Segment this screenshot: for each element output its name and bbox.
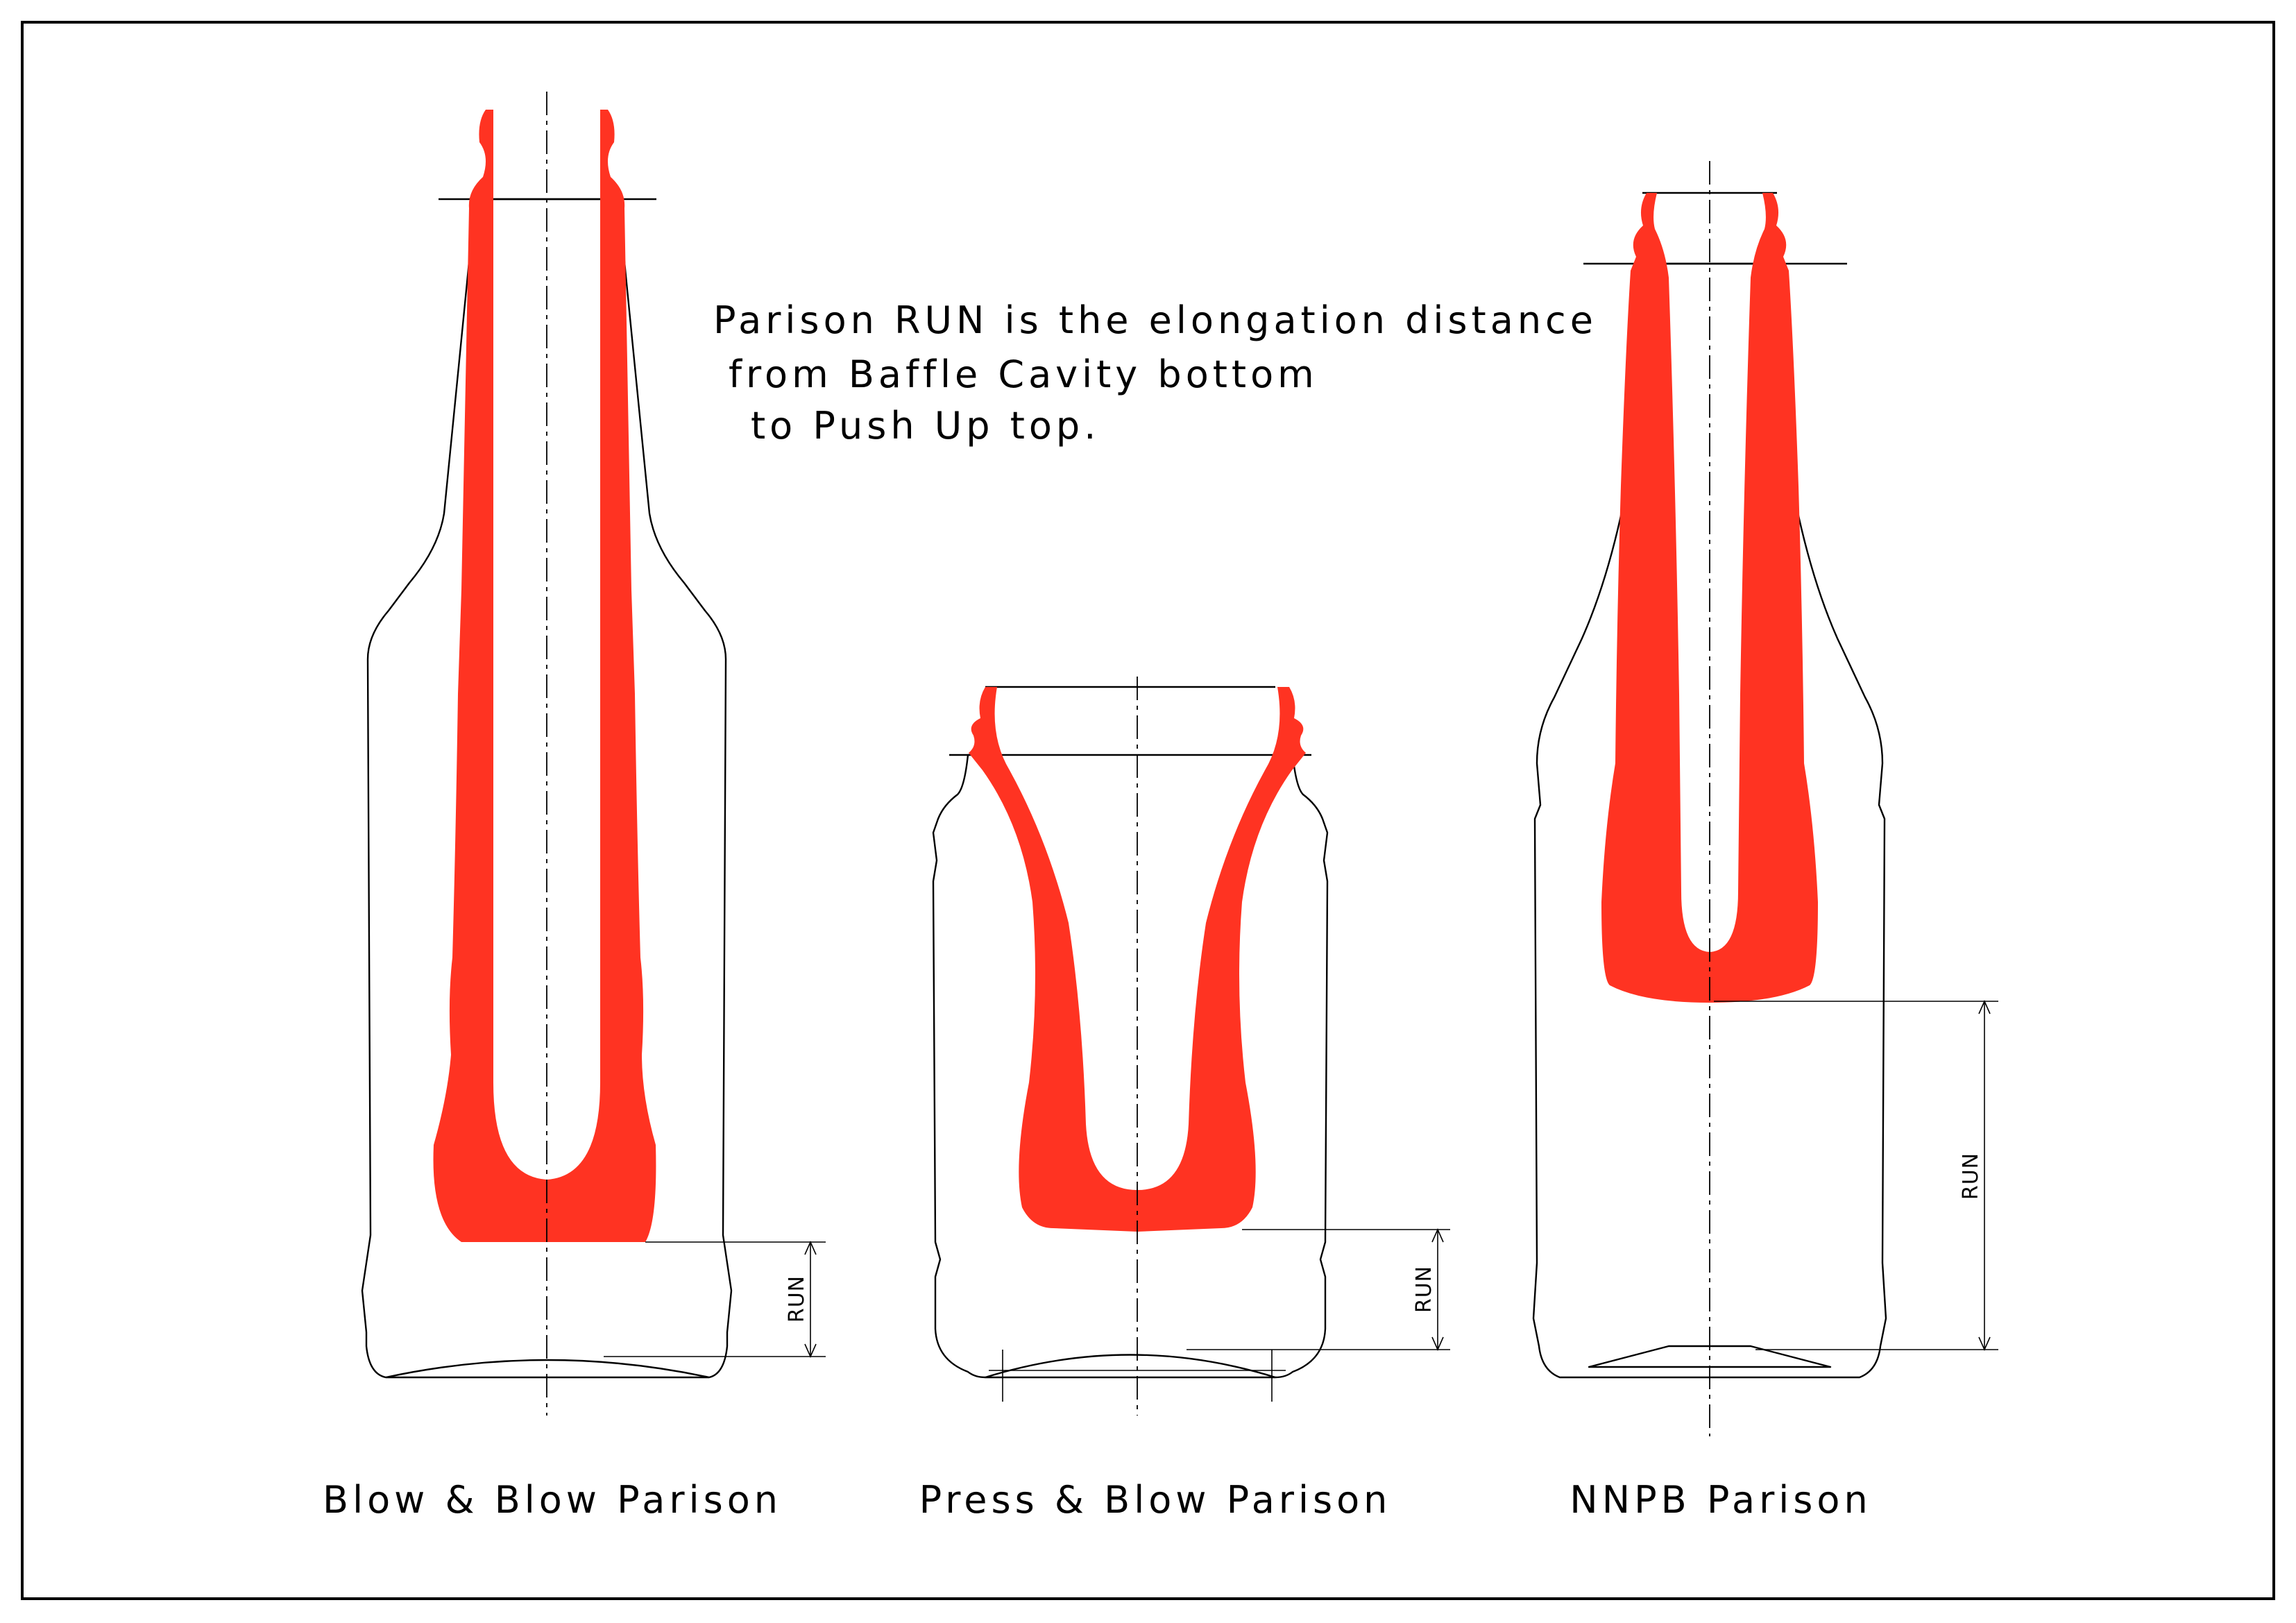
run-arrow-top-1 — [804, 1241, 817, 1255]
parison-2 — [969, 687, 1306, 1232]
run-label-1: RUN — [785, 1275, 809, 1323]
caption-blow-and-blow: Blow & Blow Parison — [323, 1478, 782, 1522]
run-label-2: RUN — [1412, 1266, 1436, 1313]
parison-3 — [1601, 193, 1818, 1003]
explanatory-note: Parison RUN is the elongation distance f… — [713, 298, 1597, 448]
run-arrow-bottom-2 — [1431, 1336, 1444, 1351]
blow-and-blow-diagram: RUN — [361, 92, 826, 1416]
drawing-frame — [21, 21, 2275, 1600]
run-arrow-bottom-1 — [804, 1343, 817, 1358]
parison-1 — [433, 110, 656, 1242]
run-arrow-bottom-3 — [1978, 1336, 1991, 1351]
push-up-3 — [1588, 1345, 1832, 1368]
jar-outline-2 — [932, 754, 1329, 1379]
note-line-1: Parison RUN is the elongation distance — [713, 298, 1597, 342]
caption-nnpb: NNPB Parison — [1570, 1478, 1871, 1522]
press-and-blow-diagram: RUN — [932, 677, 1450, 1416]
nnpb-diagram: RUN — [1532, 161, 1998, 1436]
run-arrow-top-3 — [1978, 1000, 1991, 1014]
push-up-2 — [985, 1354, 1276, 1379]
run-arrow-top-2 — [1431, 1228, 1444, 1243]
caption-press-and-blow: Press & Blow Parison — [919, 1478, 1392, 1522]
note-line-2: from Baffle Cavity bottom — [729, 352, 1318, 396]
note-line-3: to Push Up top. — [751, 404, 1100, 448]
run-label-3: RUN — [1959, 1153, 1983, 1200]
push-up-1 — [385, 1359, 710, 1379]
